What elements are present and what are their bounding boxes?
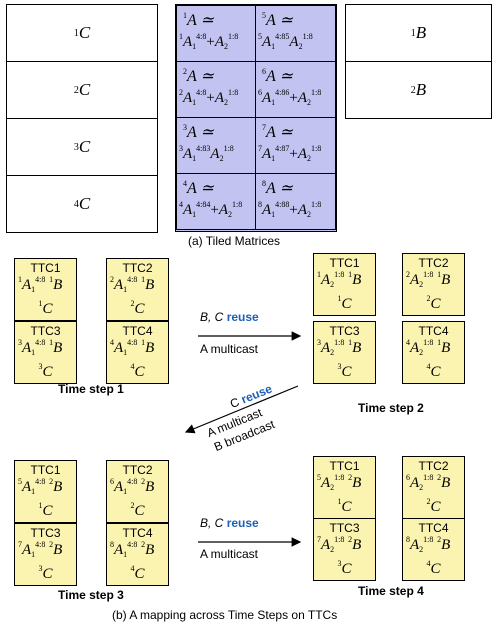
ttc-operands: 4A14:8 1B: [110, 338, 155, 357]
ttc-operands: 3A14:8 1B: [18, 338, 63, 357]
arrow-2: [184, 385, 299, 434]
ttc-output: 1C: [38, 501, 53, 519]
time-step-label: Time step 1: [58, 382, 124, 396]
ttc-name: TTC4: [418, 521, 449, 535]
time-step-label: Time step 2: [358, 401, 424, 415]
ttc-operands: 7A14:8 2B: [18, 540, 63, 559]
ttc-operands: 1A14:8 1B: [18, 275, 63, 294]
time-step-label: Time step 3: [58, 588, 124, 602]
arrow-1-cast: A multicast: [200, 342, 259, 356]
ttc-output: 3C: [337, 362, 352, 380]
ttc-operands: 8A14:8 2B: [110, 540, 155, 559]
a-block: 7A ≃ 7A14:87+A21:8: [255, 117, 336, 174]
caption-a: (a) Tiled Matrices: [188, 234, 281, 248]
ttc-name: TTC2: [122, 261, 153, 275]
a-block: 8A ≃ 8A14:88+A21:8: [255, 173, 336, 230]
ttc-output: 2C: [130, 299, 145, 317]
ttc-output: 2C: [426, 497, 441, 515]
ttc-name: TTC1: [30, 463, 61, 477]
arrow-3-cast: A multicast: [200, 547, 259, 561]
ttc-operands: 8A21:8 2B: [406, 535, 451, 554]
ttc-name: TTC3: [329, 324, 360, 338]
ttc-name: TTC2: [418, 459, 449, 473]
arrow-1-label: B, C reuse: [200, 310, 259, 324]
ttc-output: 4C: [426, 559, 441, 577]
a-matrix: 1A ≃ 1A14:8+A21:8 5A ≃ 5A14:85A21:8 2A ≃…: [175, 4, 337, 232]
ttc-operands: 5A14:8 2B: [18, 477, 63, 496]
ttc-operands: 5A21:8 2B: [317, 473, 362, 492]
ttc-operands: 2A21:8 1B: [406, 270, 451, 289]
ttc-name: TTC2: [418, 256, 449, 270]
ttc-operands: 2A14:8 1B: [110, 275, 155, 294]
ttc-output: 2C: [130, 501, 145, 519]
ttc-output: 3C: [38, 362, 53, 380]
ttc-operands: 4A21:8 1B: [406, 338, 451, 357]
ttc-name: TTC4: [122, 324, 153, 338]
ttc-output: 4C: [130, 362, 145, 380]
time-step-label: Time step 4: [358, 584, 424, 598]
ttc-name: TTC3: [30, 526, 61, 540]
ttc-name: TTC2: [122, 463, 153, 477]
arrow-3-label: B, C reuse: [200, 516, 259, 530]
ttc-name: TTC1: [30, 261, 61, 275]
ttc-output: 3C: [337, 559, 352, 577]
ttc-name: TTC4: [418, 324, 449, 338]
ttc-operands: 6A14:8 2B: [110, 477, 155, 496]
ttc-operands: 1A21:8 1B: [317, 270, 362, 289]
ttc-name: TTC4: [122, 526, 153, 540]
ttc-output: 4C: [130, 564, 145, 582]
ttc-output: 4C: [426, 362, 441, 380]
ttc-output: 1C: [337, 497, 352, 515]
ttc-operands: 7A21:8 2B: [317, 535, 362, 554]
caption-b: (b) A mapping across Time Steps on TTCs: [112, 608, 338, 622]
ttc-name: TTC1: [329, 256, 360, 270]
a-block: 6A ≃ 6A14:86+A21:8: [255, 61, 336, 118]
ttc-operands: 6A21:8 2B: [406, 473, 451, 492]
ttc-output: 3C: [38, 564, 53, 582]
ttc-name: TTC3: [329, 521, 360, 535]
ttc-output: 1C: [38, 299, 53, 317]
a-block: 4A ≃ 4A14:84+A21:8: [176, 173, 256, 230]
ttc-output: 2C: [426, 294, 441, 312]
ttc-name: TTC1: [329, 459, 360, 473]
ttc-operands: 3A21:8 1B: [317, 338, 362, 357]
ttc-name: TTC3: [30, 324, 61, 338]
ttc-output: 1C: [337, 294, 352, 312]
